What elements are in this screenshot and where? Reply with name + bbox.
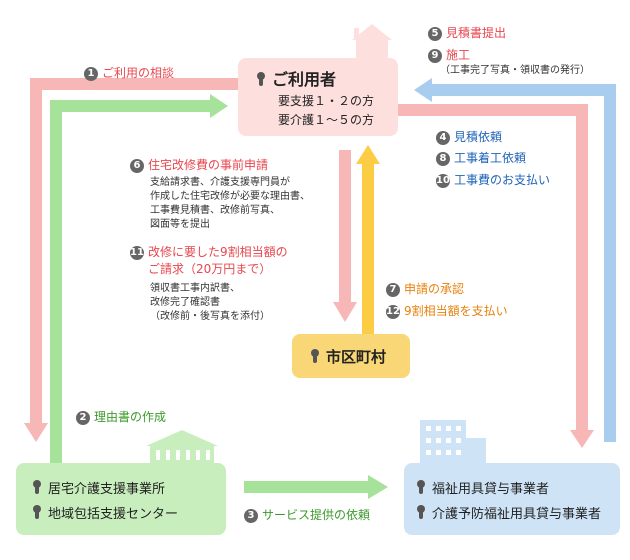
user-node: ご利用者 要支援１・２の方 要介護１～５の方 [238, 58, 398, 136]
person-pin-icon [32, 505, 42, 519]
circled-number-icon: 12 [386, 305, 400, 319]
care-line-1: 居宅介護支援事業所 [48, 482, 166, 497]
arrow-city-to-user [356, 145, 380, 334]
person-pin-icon [310, 349, 320, 363]
arrow-consultation [24, 78, 238, 442]
step-9-note: （工事完了写真・領収書の発行） [440, 65, 590, 76]
circled-number-icon: 9 [428, 49, 442, 63]
office-building-icon [146, 430, 218, 466]
supplier-node: 福祉用具貸与事業者 介護予防福祉用具貸与事業者 [404, 463, 620, 535]
circled-number-icon: 5 [428, 27, 442, 41]
person-pin-icon [416, 505, 426, 519]
arrow-reason-document [50, 94, 228, 463]
circled-number-icon: 6 [130, 159, 144, 173]
city-node: 市区町村 [292, 334, 410, 378]
house-icon [352, 24, 392, 60]
person-pin-icon [256, 72, 266, 86]
arrow-user-to-city [333, 150, 357, 322]
person-pin-icon [32, 480, 42, 494]
step-6-notes: 支給請求書、介護支援専門員が 作成した住宅改修が必要な理由書、 工事費見積書、改… [150, 177, 310, 230]
user-line-2: 要介護１～５の方 [278, 113, 375, 127]
user-title: ご利用者 [272, 70, 337, 89]
care-office-node: 居宅介護支援事業所 地域包括支援センター [16, 463, 226, 535]
arrow-user-to-supplier [398, 104, 594, 448]
arrow-supplier-to-user [414, 78, 616, 442]
apartment-building-icon [420, 420, 486, 466]
user-line-1: 要支援１・２の方 [278, 94, 375, 108]
supplier-line-1: 福祉用具貸与事業者 [432, 482, 550, 497]
circled-number-icon: 11 [130, 246, 144, 260]
circled-number-icon: 3 [244, 509, 258, 523]
circled-number-icon: 2 [76, 411, 90, 425]
care-line-2: 地域包括支援センター [48, 507, 179, 522]
arrow-service-request [244, 475, 388, 499]
circled-number-icon: 4 [436, 131, 450, 145]
circled-number-icon: 10 [436, 174, 450, 188]
step-11-notes: 領収書工事内訳書、 改修完了確認書 （改修前・後写真を添付） [150, 283, 270, 322]
supplier-line-2: 介護予防福祉用具貸与事業者 [432, 507, 602, 522]
city-title: 市区町村 [326, 348, 387, 366]
circled-number-icon: 1 [84, 67, 98, 81]
person-pin-icon [416, 480, 426, 494]
circled-number-icon: 7 [386, 283, 400, 297]
circled-number-icon: 8 [436, 152, 450, 166]
